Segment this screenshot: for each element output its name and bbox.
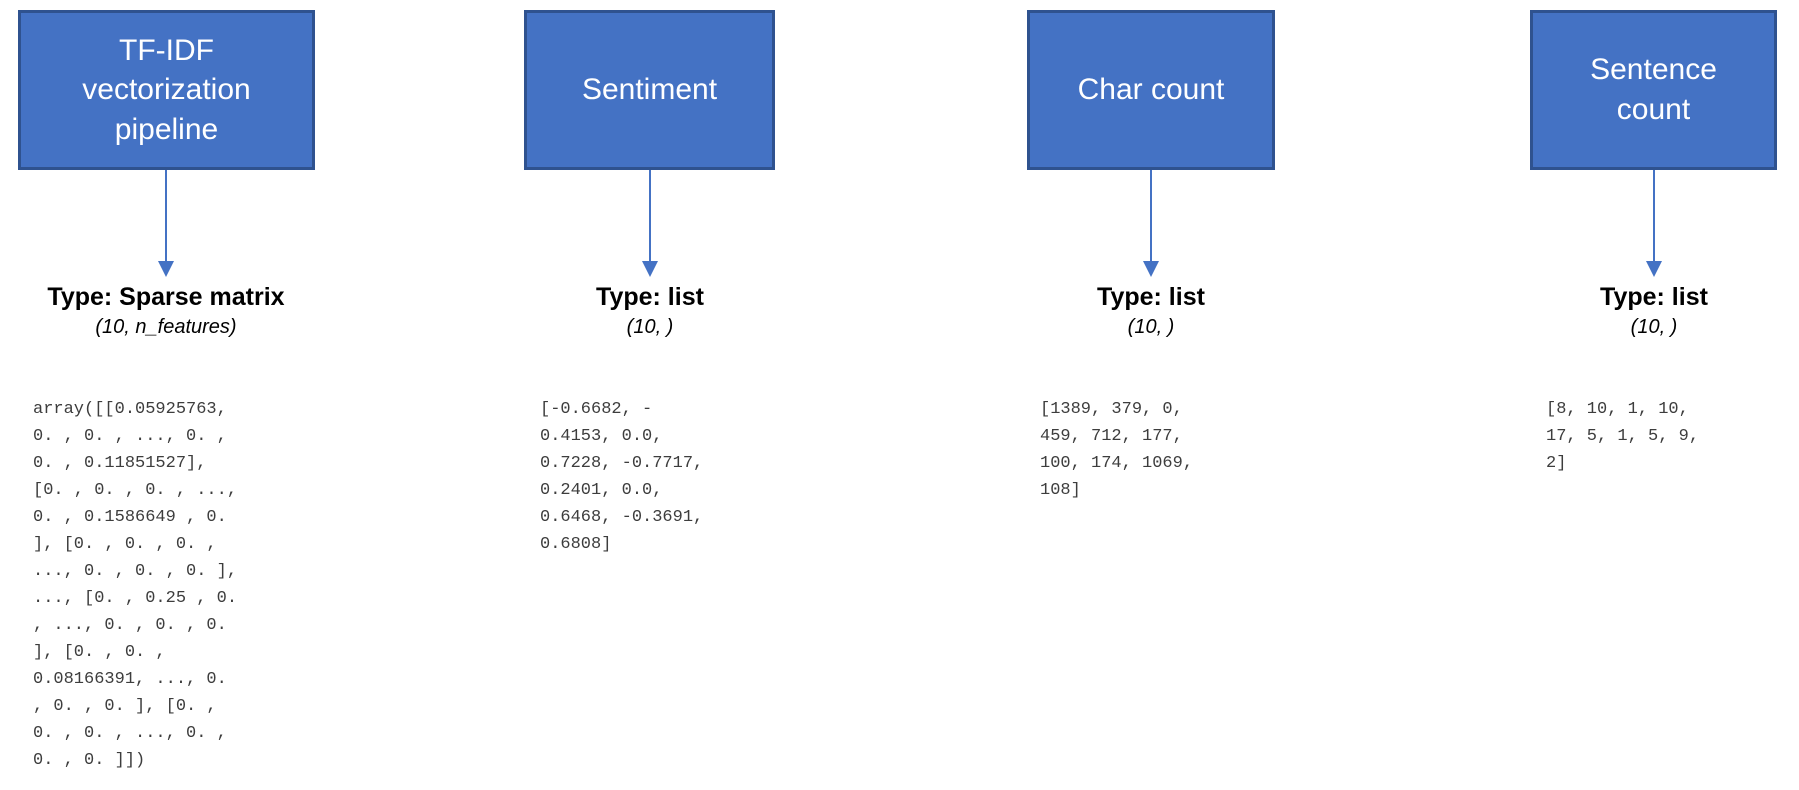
data-preview: [8, 10, 1, 10, 17, 5, 1, 5, 9, 2] bbox=[1546, 400, 1700, 473]
tfidf-pipeline-box: TF-IDF vectorization pipeline bbox=[18, 10, 315, 170]
data-preview: [-0.6682, - 0.4153, 0.0, 0.7228, -0.7717… bbox=[540, 400, 704, 554]
shape-label: (10, ) bbox=[1630, 316, 1678, 338]
shape-label: (10, n_features) bbox=[95, 316, 237, 338]
shape-label: (10, ) bbox=[1127, 316, 1175, 338]
sentence-count-box: Sentence count bbox=[1530, 10, 1777, 170]
shape-label: (10, ) bbox=[626, 316, 674, 338]
char-count-box: Char count bbox=[1027, 10, 1275, 170]
data-preview: [1389, 379, 0, 459, 712, 177, 100, 174, … bbox=[1040, 400, 1194, 500]
data-preview: array([[0.05925763, 0. , 0. , ..., 0. , … bbox=[33, 400, 238, 770]
down-arrow-icon bbox=[641, 170, 659, 278]
down-arrow-icon bbox=[1645, 170, 1663, 278]
sentiment-box: Sentiment bbox=[524, 10, 775, 170]
type-label: Type: list bbox=[1600, 283, 1708, 311]
type-label: Type: list bbox=[596, 283, 704, 311]
type-label: Type: list bbox=[1097, 283, 1205, 311]
down-arrow-icon bbox=[157, 170, 175, 278]
down-arrow-icon bbox=[1142, 170, 1160, 278]
type-label: Type: Sparse matrix bbox=[47, 283, 285, 311]
